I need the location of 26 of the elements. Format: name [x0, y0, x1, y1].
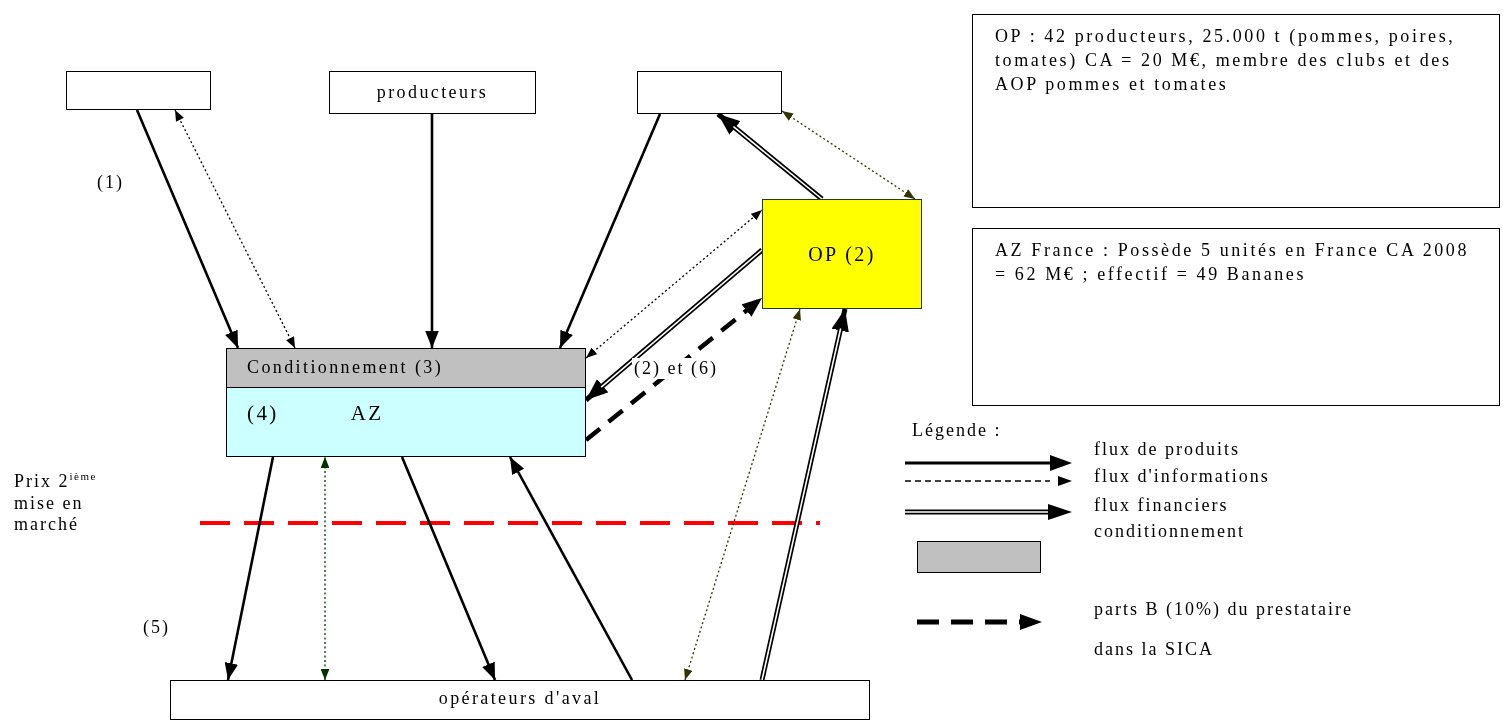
node-label: OP (2) — [808, 241, 876, 268]
process-box — [329, 71, 536, 114]
info-box — [972, 14, 1500, 208]
legend-label: flux d'informations — [1094, 465, 1270, 488]
legend-label: flux de produits — [1094, 438, 1240, 461]
node-label: AZ — [350, 400, 384, 427]
legend-title: Légende : — [912, 420, 1002, 442]
node-label: Conditionnement (3) — [247, 356, 444, 380]
legend-label: flux financiers — [1094, 494, 1229, 517]
process-box — [170, 680, 870, 720]
company-box — [226, 387, 586, 457]
node-label: OP : 42 producteurs, 25.000 t (pommes, poires, tomates) CA = 20 M€, membre des clubs et des AOP pommes et tomates — [995, 25, 1457, 96]
callout-number: (1) — [97, 172, 124, 194]
legend-label: conditionnement — [1094, 520, 1245, 543]
node-label: opérateurs d'aval — [438, 687, 602, 710]
price-note: Prix 2$^{ième}$ mise en marché — [14, 470, 98, 536]
empty-box — [66, 71, 211, 110]
node-label: producteurs — [376, 80, 489, 104]
process-box — [762, 199, 922, 309]
info-box — [972, 228, 1500, 406]
empty-box — [637, 71, 782, 114]
packaging-band — [226, 348, 586, 388]
legend-label: parts B (10%) du prestataire dans la SICA — [1094, 598, 1354, 661]
callout-number: (4) — [247, 400, 279, 427]
callout-number: (5) — [143, 617, 170, 639]
node-label: AZ France : Possède 5 unités en France CA 2008 = 62 M€ ; effectif = 49 Bananes — [995, 239, 1471, 286]
